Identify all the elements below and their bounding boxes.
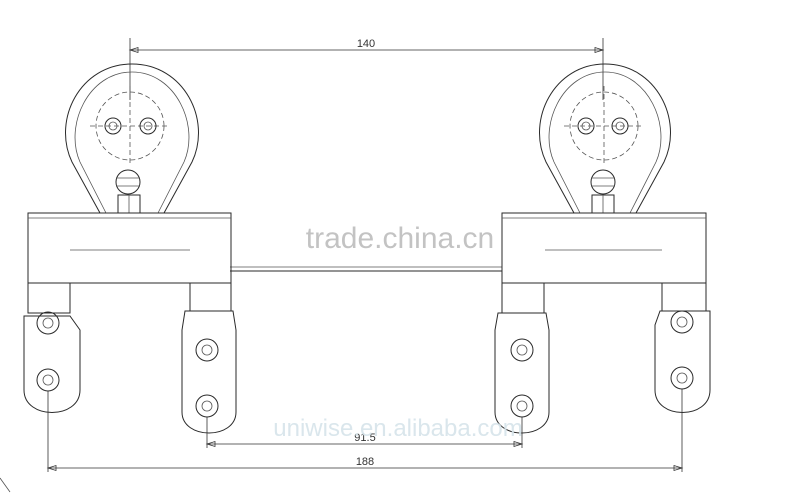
dimension-label-188: 188 xyxy=(356,456,374,468)
corner-mark xyxy=(0,477,11,493)
dimension-overall-188: 188 xyxy=(46,389,684,472)
watermark-uniwise: uniwise.en.alibaba.com xyxy=(273,415,522,442)
dimension-inner-91-5: 91.5 xyxy=(205,417,524,448)
dimension-label-91-5: 91.5 xyxy=(354,432,375,444)
connecting-bar xyxy=(230,266,502,272)
right-assembly xyxy=(494,63,711,434)
dimension-label-140: 140 xyxy=(357,38,375,50)
watermark-trade-china: trade.china.cn xyxy=(306,222,494,255)
dimension-top-140: 140 xyxy=(128,38,605,100)
left-assembly xyxy=(23,63,237,434)
